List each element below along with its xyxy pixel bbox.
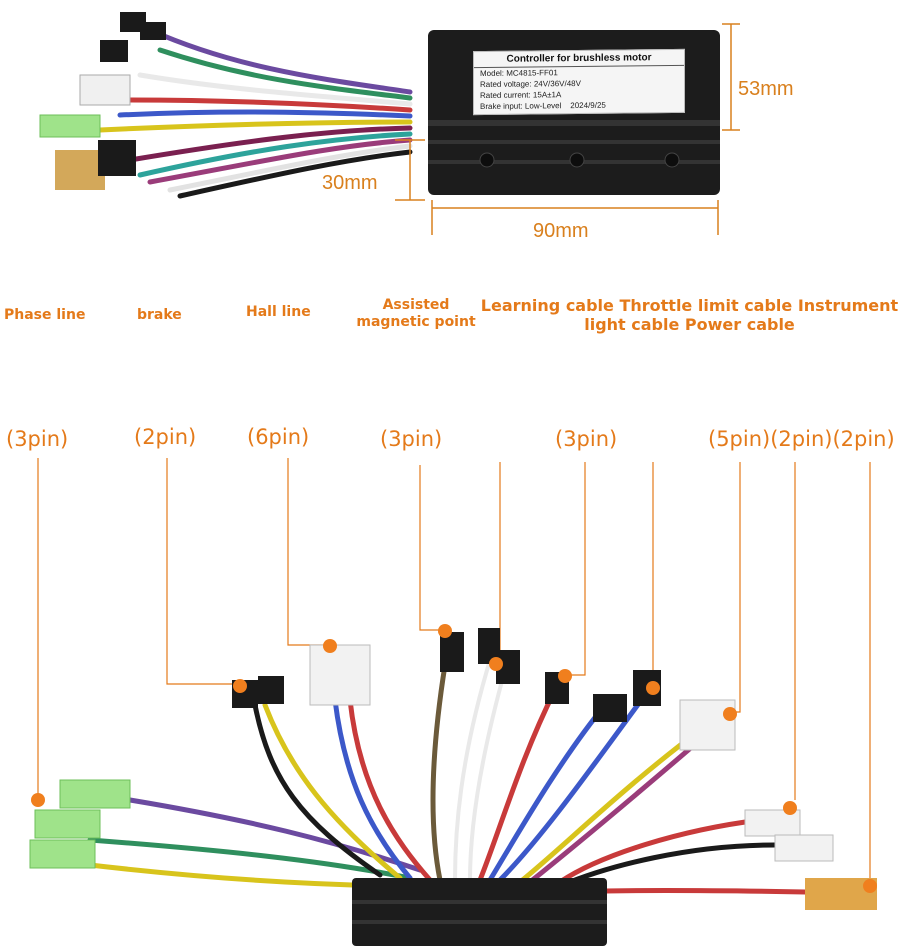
label-brake-row: Brake input: Low-Level 2024/9/25 (474, 99, 684, 112)
pin-label-hall: (6pin) (247, 425, 310, 449)
product-label: Controller for brushless motor Model: MC… (473, 48, 685, 116)
top-wire-bundle (97, 27, 413, 199)
pin-label-assisted: (3pin) (380, 427, 443, 451)
callout-dots (31, 624, 877, 893)
dimension-depth: 30mm (322, 172, 378, 194)
dimension-lines (395, 23, 740, 235)
callout-lines (37, 458, 871, 885)
pin-label-brake: (2pin) (134, 425, 197, 449)
category-assisted-magnetic-point: Assisted magnetic point (356, 297, 476, 330)
category-phase-line: Phase line (4, 307, 86, 323)
label-date: 2024/9/25 (570, 100, 606, 111)
controller-box-bottom (352, 878, 607, 946)
dimension-width: 90mm (533, 220, 589, 242)
label-brake-input: Brake input: Low-Level (480, 101, 562, 112)
bottom-connectors (29, 628, 877, 910)
top-connectors (39, 12, 166, 190)
bottom-wire-bundle (87, 658, 808, 895)
category-other-cables: Learning cable Throttle limit cable Inst… (480, 296, 899, 334)
pin-label-learning: (3pin) (555, 427, 618, 451)
pin-label-right-group: (5pin)(2pin)(2pin) (708, 427, 895, 451)
category-hall-line: Hall line (246, 304, 311, 320)
category-brake: brake (137, 307, 182, 323)
dimension-height: 53mm (738, 78, 794, 100)
pin-label-phase: (3pin) (6, 427, 69, 451)
